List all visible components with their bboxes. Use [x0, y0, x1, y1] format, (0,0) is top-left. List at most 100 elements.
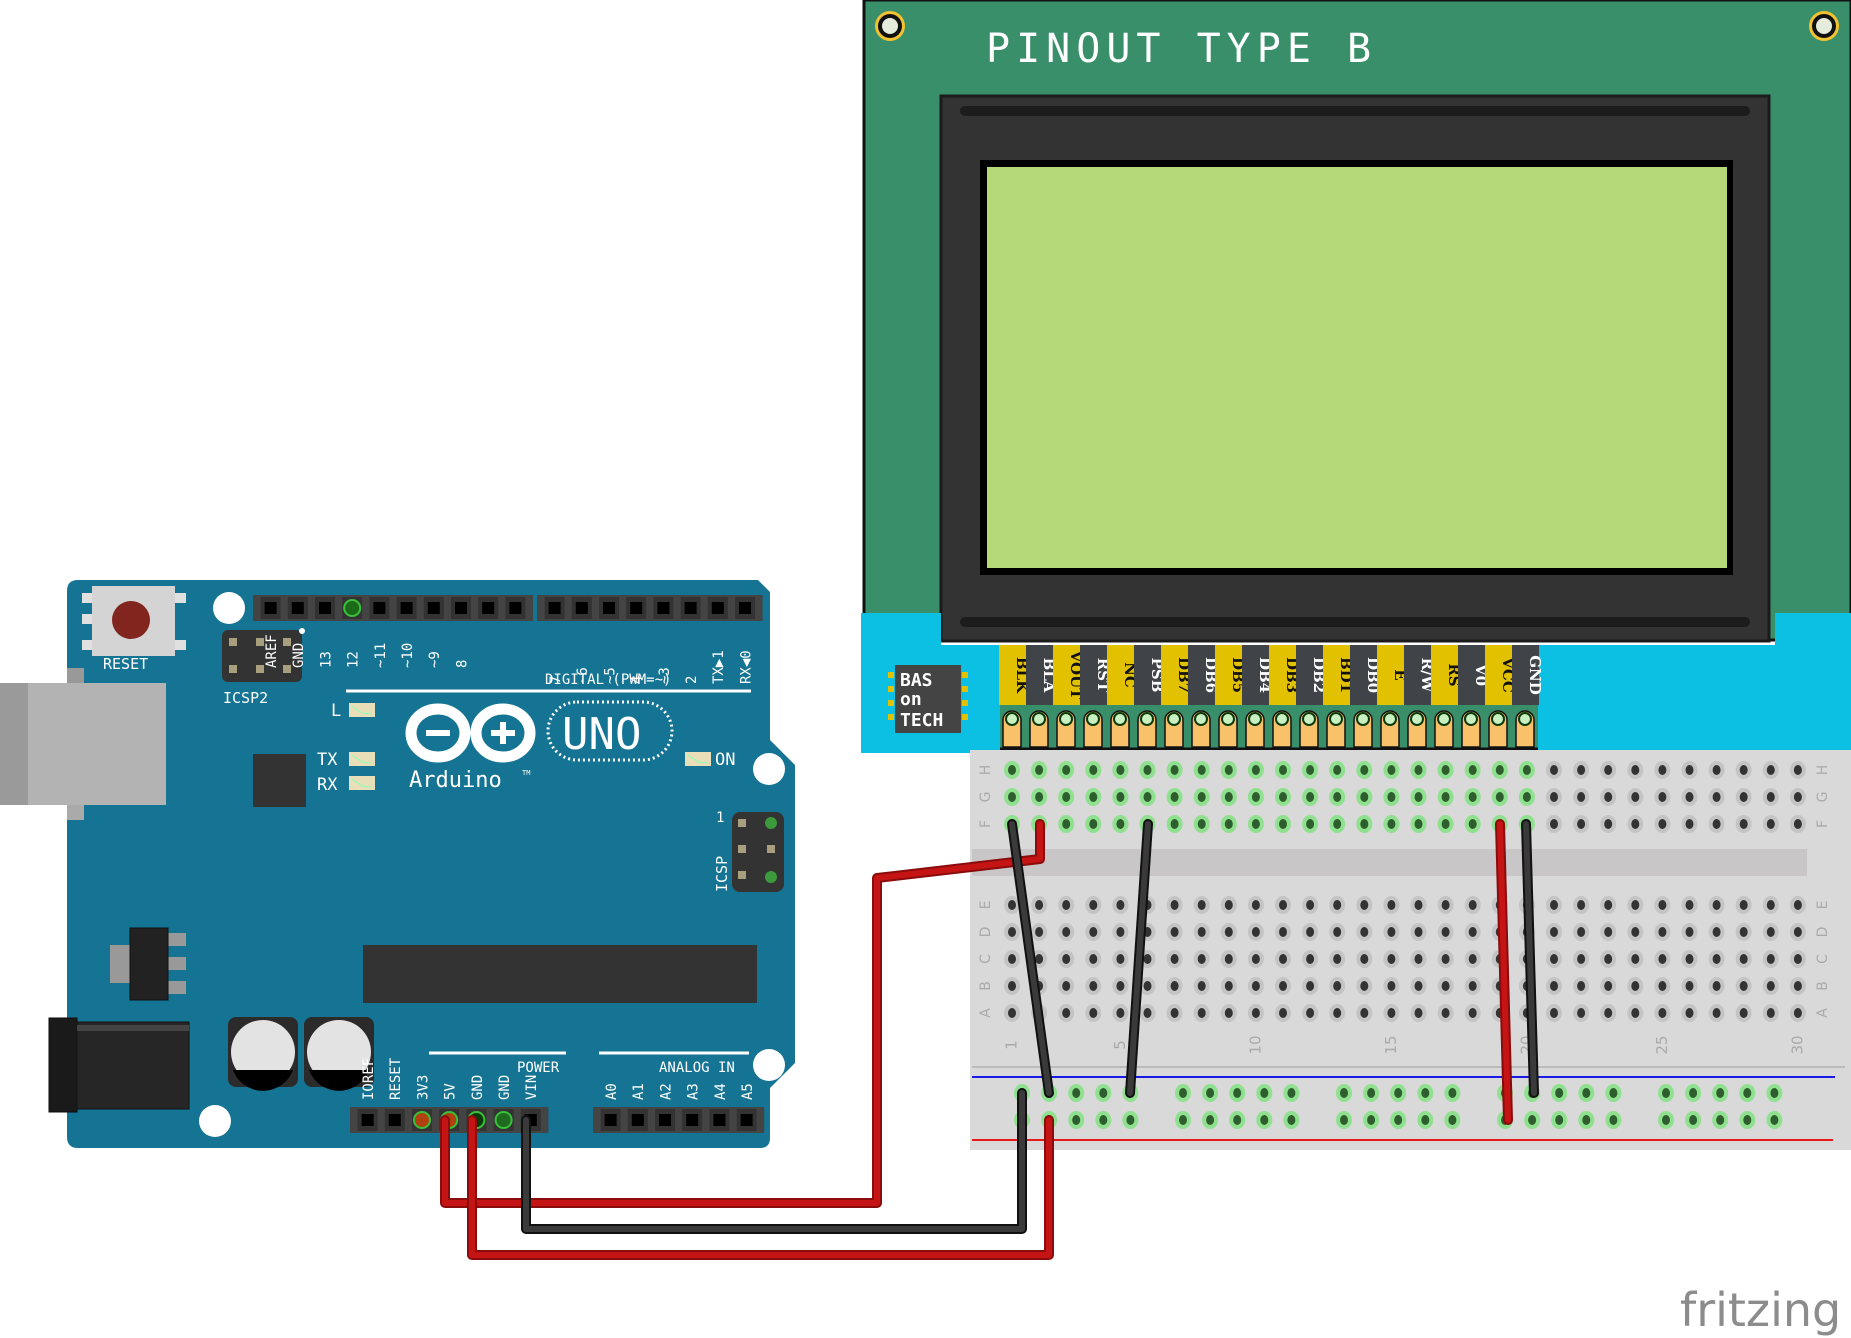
header-pin[interactable] — [478, 597, 499, 619]
rail-hole[interactable] — [1685, 1111, 1702, 1129]
header-pin[interactable] — [707, 597, 728, 619]
breadboard-hole[interactable] — [1789, 950, 1806, 968]
reset-button[interactable] — [82, 586, 186, 656]
rail-hole[interactable] — [1605, 1111, 1622, 1129]
breadboard-hole[interactable] — [1410, 788, 1427, 806]
breadboard-hole[interactable] — [1383, 788, 1400, 806]
breadboard-hole[interactable] — [1166, 761, 1183, 779]
breadboard-hole[interactable] — [1329, 815, 1346, 833]
wire-3v3-to-bla[interactable] — [440, 819, 1045, 1208]
breadboard-hole[interactable] — [1789, 1004, 1806, 1022]
breadboard-hole[interactable] — [1437, 788, 1454, 806]
breadboard-hole[interactable] — [1085, 923, 1102, 941]
breadboard-hole[interactable] — [1247, 1004, 1264, 1022]
rail-hole[interactable] — [1712, 1084, 1729, 1102]
rail-hole[interactable] — [1712, 1111, 1729, 1129]
header-pin[interactable] — [682, 1109, 703, 1131]
rail-hole[interactable] — [1551, 1111, 1568, 1129]
breadboard-hole[interactable] — [1437, 923, 1454, 941]
wire-gnd-to-rail[interactable] — [521, 1088, 1027, 1234]
breadboard-hole[interactable] — [1302, 815, 1319, 833]
breadboard-hole[interactable] — [1247, 761, 1264, 779]
breadboard-hole[interactable] — [1031, 896, 1048, 914]
breadboard-hole[interactable] — [1383, 815, 1400, 833]
breadboard-hole[interactable] — [1383, 950, 1400, 968]
breadboard-hole[interactable] — [1247, 977, 1264, 995]
breadboard-hole[interactable] — [1058, 896, 1075, 914]
breadboard-hole[interactable] — [1708, 815, 1725, 833]
breadboard-hole[interactable] — [1437, 761, 1454, 779]
breadboard-hole[interactable] — [1708, 788, 1725, 806]
breadboard-hole[interactable] — [1735, 950, 1752, 968]
breadboard-hole[interactable] — [1112, 896, 1129, 914]
header-pin[interactable] — [451, 597, 471, 619]
breadboard-hole[interactable] — [1627, 977, 1644, 995]
rail-hole[interactable] — [1390, 1111, 1407, 1129]
breadboard-hole[interactable] — [1546, 923, 1562, 941]
breadboard-hole[interactable] — [1383, 896, 1400, 914]
breadboard-hole[interactable] — [1247, 923, 1264, 941]
breadboard-hole[interactable] — [1058, 788, 1075, 806]
header-pin[interactable] — [412, 1109, 432, 1131]
wire-gnd-to-gnd-rail[interactable] — [1521, 819, 1539, 1098]
breadboard-hole[interactable] — [1166, 1004, 1183, 1022]
rail-hole[interactable] — [1068, 1084, 1085, 1102]
breadboard-hole[interactable] — [1383, 977, 1400, 995]
breadboard-hole[interactable] — [1302, 950, 1319, 968]
header-pin[interactable] — [357, 1109, 378, 1131]
breadboard-hole[interactable] — [1681, 1004, 1698, 1022]
breadboard-hole[interactable] — [1329, 896, 1346, 914]
breadboard-hole[interactable] — [1166, 977, 1183, 995]
breadboard-hole[interactable] — [1031, 788, 1048, 806]
breadboard-hole[interactable] — [1464, 923, 1481, 941]
rail-hole[interactable] — [1202, 1111, 1219, 1129]
breadboard-hole[interactable] — [1735, 1004, 1752, 1022]
breadboard-hole[interactable] — [1600, 977, 1617, 995]
breadboard-hole[interactable] — [1112, 788, 1129, 806]
breadboard-hole[interactable] — [1193, 761, 1210, 779]
breadboard-hole[interactable] — [1573, 788, 1590, 806]
breadboard-hole[interactable] — [1193, 1004, 1210, 1022]
breadboard-hole[interactable] — [1275, 761, 1291, 779]
rail-hole[interactable] — [1417, 1111, 1434, 1129]
breadboard-hole[interactable] — [1247, 896, 1264, 914]
breadboard-hole[interactable] — [1518, 788, 1535, 806]
breadboard-hole[interactable] — [1437, 977, 1454, 995]
breadboard-hole[interactable] — [1573, 815, 1590, 833]
breadboard-hole[interactable] — [1275, 923, 1291, 941]
breadboard-hole[interactable] — [1735, 896, 1752, 914]
rail-hole[interactable] — [1417, 1084, 1434, 1102]
breadboard-hole[interactable] — [1464, 950, 1481, 968]
breadboard-hole[interactable] — [1085, 977, 1102, 995]
breadboard-hole[interactable] — [1762, 896, 1779, 914]
breadboard-hole[interactable] — [1410, 761, 1427, 779]
breadboard-hole[interactable] — [1058, 977, 1075, 995]
breadboard-hole[interactable] — [1546, 761, 1562, 779]
wire-5v-to-rail[interactable] — [467, 1115, 1054, 1260]
breadboard-hole[interactable] — [1735, 815, 1752, 833]
breadboard-hole[interactable] — [1112, 977, 1129, 995]
rail-hole[interactable] — [1605, 1084, 1622, 1102]
header-pin[interactable] — [626, 597, 647, 619]
breadboard-hole[interactable] — [1275, 950, 1291, 968]
rail-hole[interactable] — [1578, 1084, 1595, 1102]
breadboard-hole[interactable] — [1166, 950, 1183, 968]
breadboard-hole[interactable] — [1004, 977, 1020, 995]
breadboard-hole[interactable] — [1004, 788, 1020, 806]
reset-cap[interactable] — [112, 601, 150, 639]
rail-hole[interactable] — [1175, 1084, 1191, 1102]
breadboard-hole[interactable] — [1166, 815, 1183, 833]
breadboard-hole[interactable] — [1004, 1004, 1020, 1022]
header-pin[interactable] — [653, 597, 674, 619]
header-pin[interactable] — [493, 1109, 514, 1131]
rail-hole[interactable] — [1175, 1111, 1191, 1129]
breadboard-hole[interactable] — [1681, 896, 1698, 914]
breadboard-hole[interactable] — [1708, 761, 1725, 779]
breadboard-hole[interactable] — [1004, 896, 1020, 914]
rail-hole[interactable] — [1095, 1111, 1112, 1129]
header-pin[interactable] — [680, 597, 701, 619]
header-pin[interactable] — [342, 597, 363, 619]
breadboard-hole[interactable] — [1329, 923, 1346, 941]
breadboard-hole[interactable] — [1681, 815, 1698, 833]
breadboard-hole[interactable] — [1600, 761, 1617, 779]
